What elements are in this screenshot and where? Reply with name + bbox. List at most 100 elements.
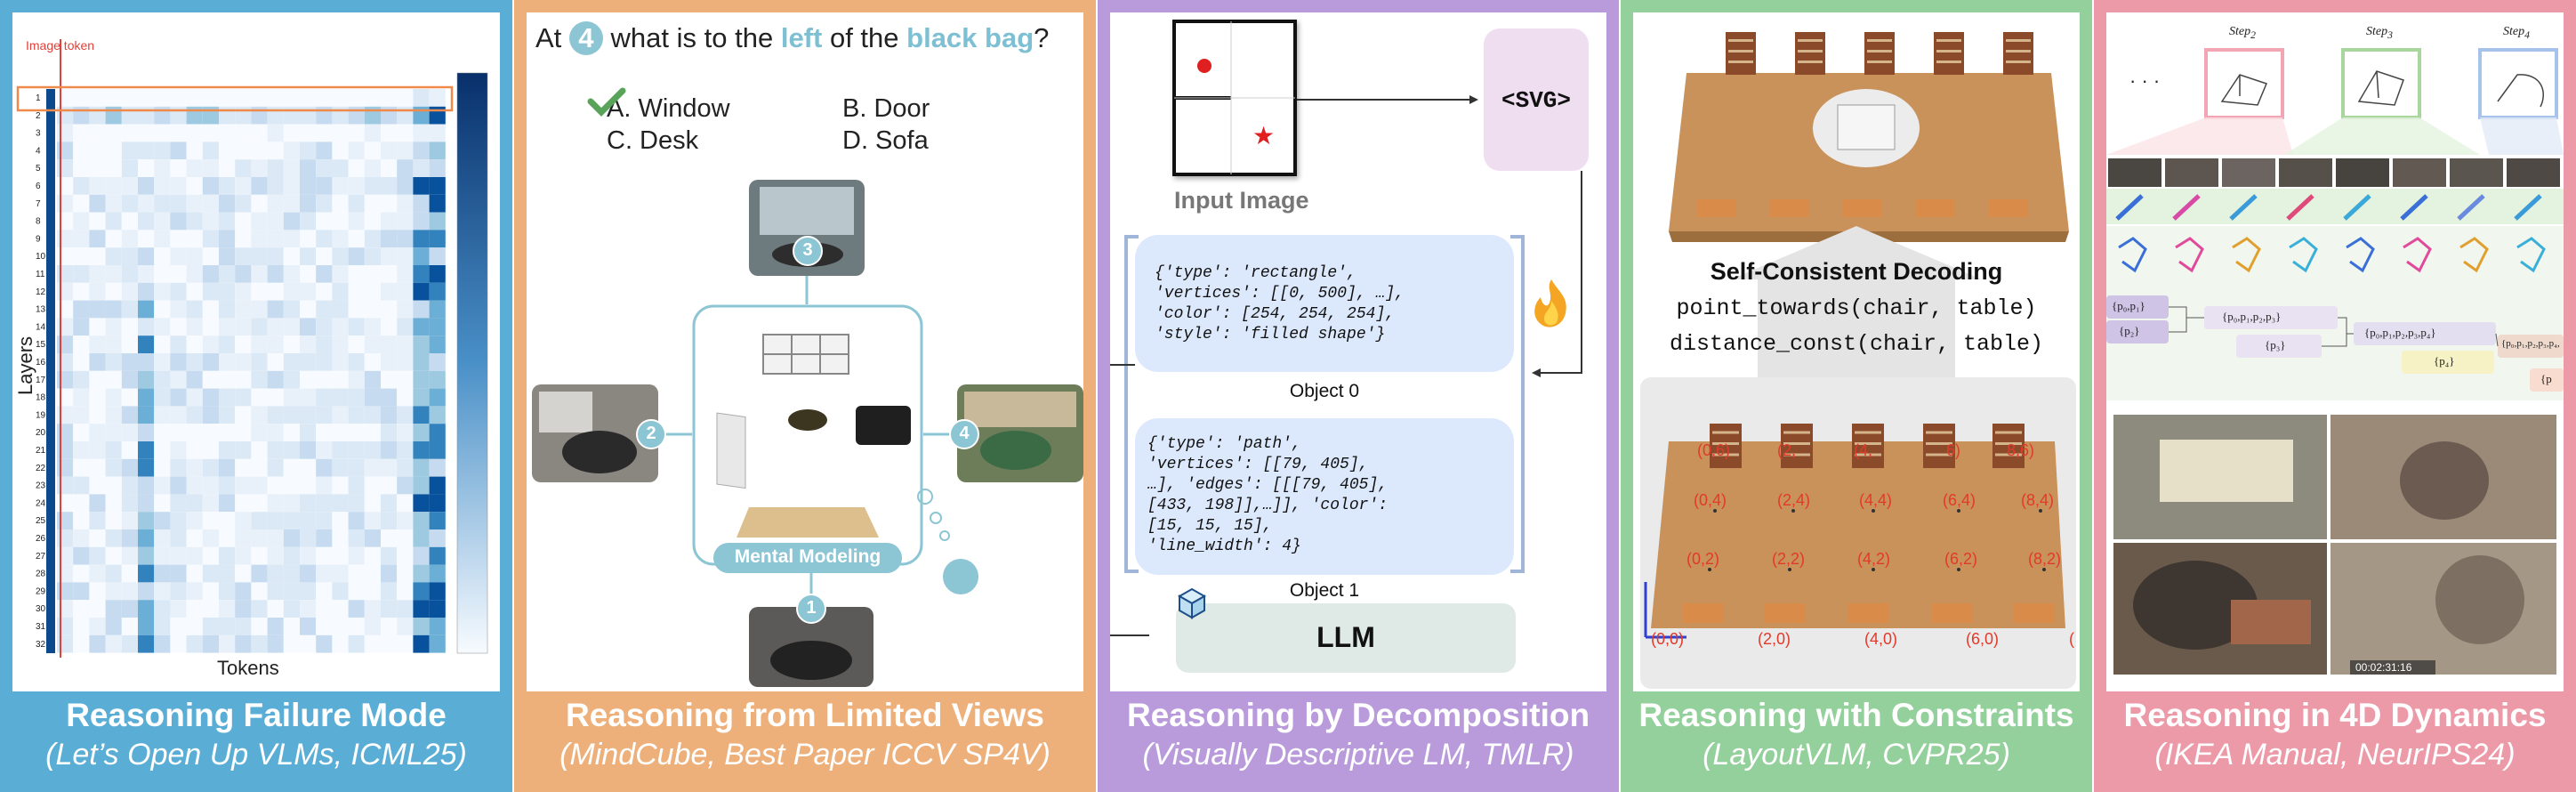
caption-4d-dynamics: Reasoning in 4D Dynamics (IKEA Manual, N… (2094, 696, 2576, 774)
view-badge-4: 4 (568, 21, 603, 55)
option-a[interactable]: A. Window (607, 94, 730, 123)
video-thumbnail (2393, 158, 2446, 187)
step2-box (2204, 48, 2284, 119)
option-d[interactable]: D. Sofa (842, 126, 929, 155)
option-b[interactable]: B. Door (842, 94, 930, 123)
step-number: 2 (2250, 28, 2256, 41)
step-word: Step (2229, 25, 2251, 38)
object0-label: Object 0 (1289, 381, 1360, 401)
layer-tick-label: 28 (36, 570, 46, 579)
layer-tick-label: 3 (36, 129, 41, 139)
layer-tick-label: 18 (36, 393, 46, 403)
layout-diagram (1640, 32, 2076, 689)
question-left: left (780, 22, 823, 53)
view-number-1: 1 (806, 598, 817, 618)
coord-label: (4, (1854, 441, 1873, 459)
step4-box (2478, 48, 2558, 119)
layer-tick-label: 15 (36, 340, 46, 350)
view-number-2: 2 (646, 424, 656, 443)
question: At 4 what is to the left of the black ba… (535, 21, 1049, 55)
object0-code: {'type': 'rectangle', 'vertices': [[0, 5… (1155, 263, 1405, 345)
caption-failure-mode: Reasoning Failure Mode (Let’s Open Up VL… (0, 696, 512, 774)
constraint-distance: distance_const(chair, table) (1669, 331, 2044, 357)
step2-label: Step2 (2229, 25, 2256, 41)
caption-title: Reasoning with Constraints (1638, 697, 2074, 733)
coord-label: (6,2) (1944, 550, 1978, 568)
pose-sketch (2289, 237, 2318, 273)
option-c[interactable]: C. Desk (607, 126, 699, 155)
door-object (716, 412, 746, 489)
code-line: {'type': 'rectangle', (1155, 264, 1356, 282)
question-mark: ? (1034, 22, 1050, 53)
image-token-label: Image token (26, 38, 94, 53)
cube-icon (1177, 587, 1207, 619)
coord-label: (2,2) (1772, 550, 1806, 568)
bag-object (788, 409, 827, 431)
caption-constraints: Reasoning with Constraints (LayoutVLM, C… (1621, 696, 2092, 774)
video-timestamp: 00:02:31:16 (2355, 661, 2412, 674)
decoding-title: Self-Consistent Decoding (1710, 258, 2003, 285)
pose-sketch (2403, 237, 2432, 273)
bookshelf (1795, 32, 1825, 75)
caption-title: Reasoning by Decomposition (1126, 697, 1590, 733)
chair (1697, 199, 1736, 217)
question-text: what is to the (610, 22, 774, 53)
fire-icon (1534, 279, 1566, 327)
step4-label: Step4 (2503, 25, 2530, 41)
bookshelf (1934, 32, 1964, 75)
coord-label: ( (2069, 630, 2074, 648)
mindcube-figure: At 4 what is to the left of the black ba… (527, 12, 1083, 691)
layer-tick-label: 14 (36, 322, 46, 332)
bookshelf (1852, 424, 1884, 468)
part-icon (2457, 194, 2485, 221)
layer-tick-label: 32 (36, 640, 46, 650)
part-icon (2172, 194, 2201, 221)
ellipsis: · · · (2129, 69, 2161, 92)
question-text-2: of the (829, 22, 899, 53)
object0-box (1135, 235, 1514, 372)
part-label: {p (2540, 372, 2552, 385)
checkmark-icon (587, 87, 626, 122)
pose-sketch (2175, 237, 2204, 273)
view-number-3: 3 (802, 240, 813, 260)
layer-tick-label: 21 (36, 446, 46, 456)
part-label: {p₃} (2265, 338, 2286, 352)
caption-title: Reasoning Failure Mode (66, 697, 447, 733)
step-word: Step (2503, 25, 2525, 38)
red-star-icon: ★ (1252, 122, 1275, 150)
part-label: {p₀,p₁,p₂,p₃} (2222, 310, 2282, 323)
chair (1765, 603, 1806, 623)
red-dot-icon (1197, 59, 1212, 73)
caption-decomposition: Reasoning by Decomposition (Visually Des… (1098, 696, 1619, 774)
panel-decomposition: ★ (1098, 0, 1619, 792)
layer-tick-label: 9 (36, 234, 41, 244)
chair (1848, 603, 1889, 623)
layer-tick-label: 25 (36, 516, 46, 526)
step-number: 3 (2387, 28, 2393, 41)
layer-tick-label: 19 (36, 410, 46, 420)
video-thumbnail (2336, 158, 2389, 187)
part-label: {p₀,p₁,p₂,p₃,p₄, (2501, 338, 2560, 349)
video-thumbnail (2507, 158, 2560, 187)
mental-modeling-pill (713, 543, 902, 573)
caption-title: Reasoning in 4D Dynamics (2123, 697, 2547, 733)
caption-subtitle: (Let’s Open Up VLMs, ICML25) (45, 738, 467, 772)
layer-tick-label: 27 (36, 552, 46, 562)
layer-tick-label: 8 (36, 217, 41, 227)
pose-sketch (2516, 237, 2546, 273)
code-line: 'line_width': 4} (1147, 537, 1301, 555)
part-label: {p₀,p₁} (2112, 299, 2145, 312)
step3-box (2341, 48, 2421, 119)
chair (1770, 199, 1809, 217)
ikea-diagram (2106, 48, 2564, 675)
layer-tick-label: 11 (36, 270, 45, 279)
part-icon (2286, 194, 2314, 221)
coord-label: (2,0) (1758, 630, 1791, 648)
video-thumbnail (2165, 158, 2218, 187)
layer-tick-label: 12 (36, 287, 46, 297)
part-label: {p₄} (2434, 354, 2455, 368)
layout-figure: Self-Consistent Decoding point_towards(c… (1633, 12, 2080, 691)
part-icon (2400, 194, 2428, 221)
coord-label: (0,6) (1697, 441, 1731, 459)
caption-subtitle: (LayoutVLM, CVPR25) (1703, 738, 2010, 772)
